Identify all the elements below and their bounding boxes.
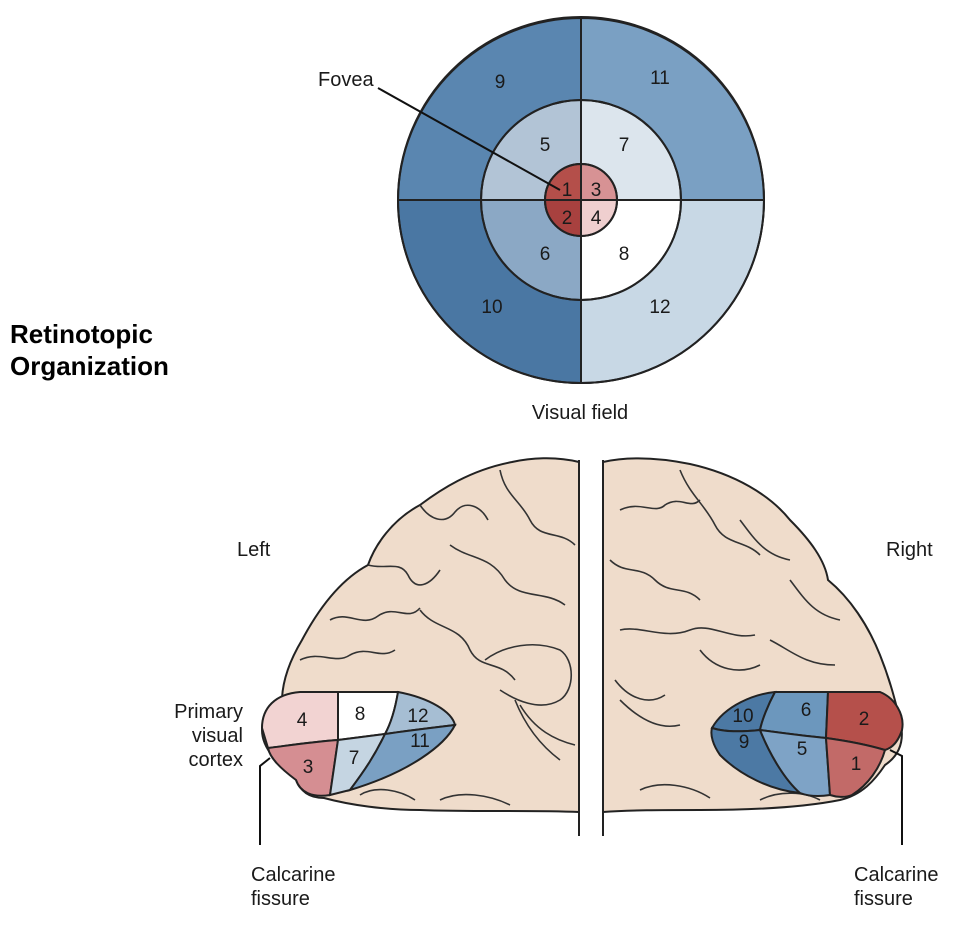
left-hemisphere: 4 8 12 3 7 11 [259, 457, 580, 845]
vf-num-5: 5 [540, 135, 551, 156]
primary-visual-cortex-label: Primary visual cortex [174, 701, 243, 771]
left-region-3 [266, 738, 340, 797]
left-region-11 [347, 723, 457, 792]
vf-num-8: 8 [619, 244, 630, 265]
left-hemisphere-label: Left [237, 539, 271, 561]
right-num-6: 6 [801, 700, 812, 721]
right-num-5: 5 [797, 739, 808, 760]
vf-num-11: 11 [650, 68, 670, 89]
right-region-5 [758, 728, 832, 798]
vf-num-1: 1 [562, 180, 573, 201]
left-num-11: 11 [410, 731, 430, 752]
right-num-2: 2 [859, 709, 870, 730]
cortex-label-line-2: visual [192, 725, 243, 747]
right-calcarine-line-1: Calcarine [854, 864, 938, 886]
vf-num-2: 2 [562, 208, 573, 229]
diagram-heading: Retinotopic Organization [10, 318, 169, 382]
vf-num-3: 3 [591, 180, 602, 201]
right-calcarine-line-2: fissure [854, 888, 913, 910]
heading-line-2: Organization [10, 351, 169, 381]
right-cortex-regions [710, 690, 904, 798]
cortex-label-line-1: Primary [174, 701, 243, 723]
left-fissure-pointer [259, 757, 271, 845]
left-num-3: 3 [303, 757, 314, 778]
right-fissure-pointer [889, 749, 903, 845]
left-num-8: 8 [355, 704, 366, 725]
right-cortex-numbers: 10 6 2 9 5 1 [732, 700, 869, 775]
left-num-4: 4 [297, 710, 308, 731]
right-num-10: 10 [732, 706, 753, 727]
fovea-label: Fovea [318, 69, 374, 91]
vf-num-4: 4 [591, 208, 602, 229]
left-num-7: 7 [349, 748, 360, 769]
right-calcarine-label: Calcarine fissure [854, 864, 938, 910]
left-cortex-numbers: 4 8 12 3 7 11 [297, 704, 430, 778]
vf-num-6: 6 [540, 244, 551, 265]
right-hemisphere-label: Right [886, 539, 933, 561]
left-calcarine-label: Calcarine fissure [251, 864, 335, 910]
left-cortex-regions [260, 690, 457, 797]
vf-num-7: 7 [619, 135, 630, 156]
left-calcarine-line-1: Calcarine [251, 864, 335, 886]
vf-numbers: 9 11 5 7 1 3 2 4 6 8 10 12 [481, 68, 670, 318]
left-num-12: 12 [407, 706, 428, 727]
heading-line-1: Retinotopic [10, 319, 153, 349]
cortex-label-line-3: cortex [189, 749, 243, 771]
right-region-1 [824, 736, 887, 798]
right-num-9: 9 [739, 732, 750, 753]
visual-field [396, 16, 766, 385]
left-calcarine-line-2: fissure [251, 888, 310, 910]
left-gyri [299, 469, 576, 806]
right-num-1: 1 [851, 754, 862, 775]
vf-num-12: 12 [649, 297, 670, 318]
vf-num-9: 9 [495, 72, 506, 93]
right-hemisphere: 10 6 2 9 5 1 [602, 457, 904, 845]
right-gyri [609, 469, 841, 801]
fovea-pointer-line [377, 87, 561, 191]
visual-field-caption: Visual field [532, 402, 628, 424]
vf-num-10: 10 [481, 297, 502, 318]
